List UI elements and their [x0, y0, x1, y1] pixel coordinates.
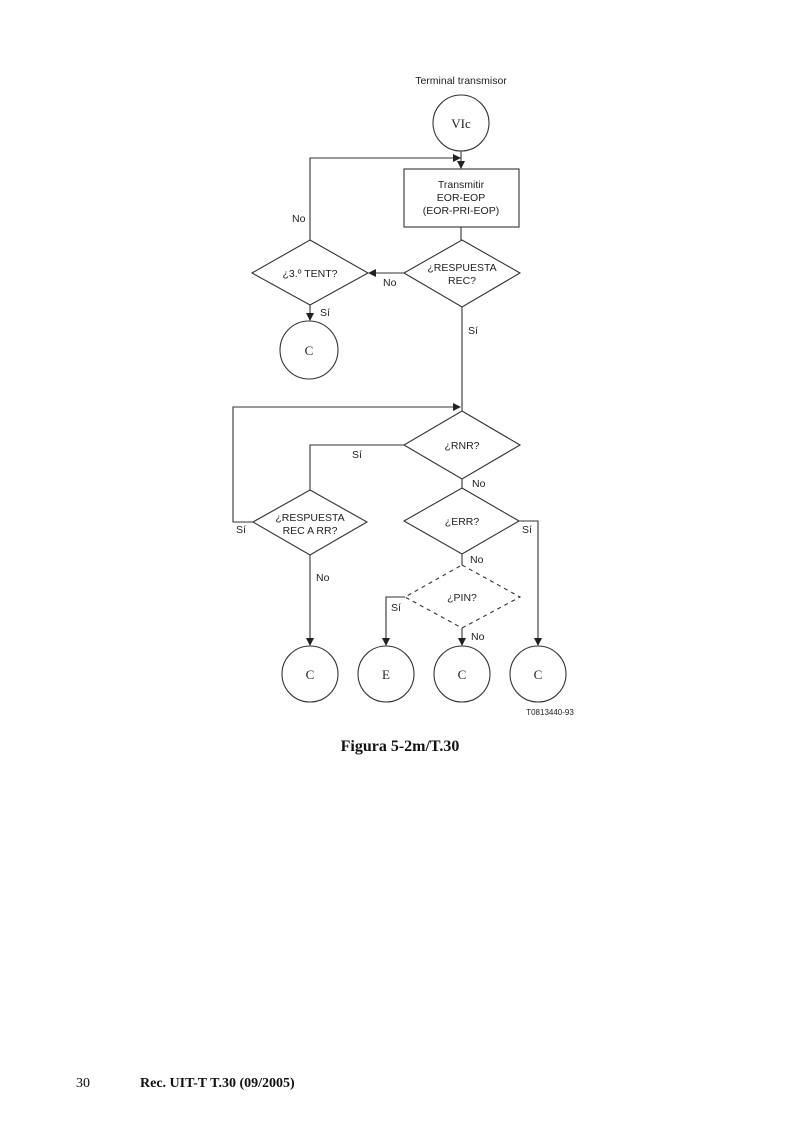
label-rnr-si: Sí [352, 449, 362, 461]
decision-err: ¿ERR? [402, 487, 521, 555]
label-pin-no: No [471, 631, 485, 643]
connector-err-si-end: C [509, 645, 567, 703]
decision-rr-line1: ¿RESPUESTA [275, 512, 344, 524]
edge-rnr-si [309, 444, 404, 490]
decision-rnr: ¿RNR? [402, 410, 522, 480]
label-rnr-no: No [472, 478, 486, 490]
edge-pin-si [382, 596, 405, 646]
process-box: Transmitir EOR-EOP (EOR-PRI-EOP) [403, 168, 520, 228]
label-pin-si: Sí [391, 602, 401, 614]
edge-tent-no-loop [309, 154, 461, 240]
decision-resp-line1: ¿RESPUESTA [427, 262, 496, 274]
connector-rr-end: C [281, 645, 339, 703]
process-line2: EOR-EOP [437, 192, 485, 204]
figure-caption: Figura 5-2m/T.30 [340, 738, 460, 755]
figure-code: T0813440-93 [526, 708, 574, 717]
process-line1: Transmitir [438, 179, 485, 191]
connector-tent-end: C [279, 320, 339, 380]
connector-pin-no-end: C [433, 645, 491, 703]
label-err-no: No [470, 554, 484, 566]
decision-tercer-tent: ¿3.º TENT? [250, 239, 370, 306]
label-rr-no: No [316, 572, 330, 584]
label-resp-no: No [383, 277, 397, 289]
page-number: 30 [76, 1076, 90, 1091]
label-err-si: Sí [522, 524, 532, 536]
footer-reference: Rec. UIT-T T.30 (09/2005) [140, 1076, 295, 1091]
connector-tent-end-label: C [305, 343, 314, 358]
decision-err-line1: ¿ERR? [445, 516, 480, 528]
decision-respuesta-rec: ¿RESPUESTA REC? [402, 239, 522, 308]
label-tent-si: Sí [320, 307, 330, 319]
process-line3: (EOR-PRI-EOP) [423, 205, 499, 217]
connector-pin-no-end-label: C [458, 667, 467, 682]
connector-pin-si-end-label: E [382, 667, 390, 682]
connector-rr-end-label: C [306, 667, 315, 682]
connector-pin-si-end: E [357, 645, 415, 703]
decision-pin-line1: ¿PIN? [447, 592, 477, 604]
decision-resp-line2: REC? [448, 275, 476, 287]
label-rr-si: Sí [236, 524, 246, 536]
label-tent-no: No [292, 213, 306, 225]
decision-rr-line2: REC A RR? [283, 525, 338, 537]
edge-rr-si-loop [232, 403, 461, 523]
edge-err-si [519, 520, 542, 646]
connector-err-si-end-label: C [534, 667, 543, 682]
start-connector-label: VIc [451, 116, 471, 131]
decision-rnr-line1: ¿RNR? [444, 440, 479, 452]
decision-pin: ¿PIN? [403, 564, 522, 629]
decision-tent-line1: ¿3.º TENT? [283, 268, 338, 280]
header-label: Terminal transmisor [415, 75, 507, 87]
label-resp-si: Sí [468, 325, 478, 337]
start-connector: VIc [432, 94, 490, 152]
decision-respuesta-rec-rr: ¿RESPUESTA REC A RR? [251, 489, 369, 556]
